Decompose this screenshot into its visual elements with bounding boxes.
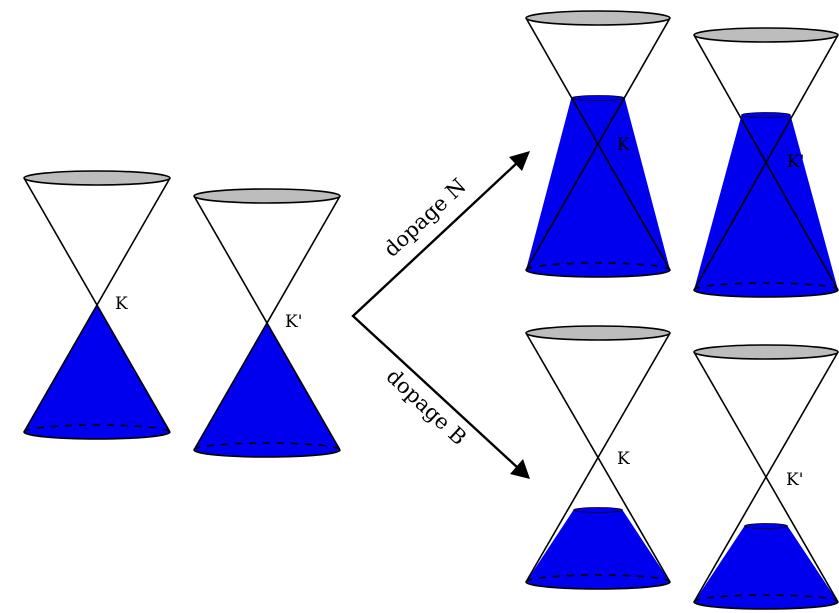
cone-4-point-label: K' bbox=[787, 152, 804, 172]
cone-6-point-label: K' bbox=[786, 470, 803, 490]
cone-b-doped-k-prime: K' bbox=[694, 345, 838, 609]
cone-5-fill bbox=[526, 510, 670, 589]
cone-1-point-label: K bbox=[115, 294, 128, 314]
cone-6-fill bbox=[694, 526, 838, 609]
cone-3-top-ellipse bbox=[526, 11, 670, 25]
cone-3-point-label: K bbox=[617, 135, 630, 155]
cone-4-top-ellipse bbox=[694, 28, 838, 42]
cone-undoped-k: K bbox=[24, 171, 170, 439]
cone-5-point-label: K bbox=[617, 449, 630, 469]
cone-4-fill bbox=[694, 115, 838, 297]
cone-3-fill bbox=[526, 98, 670, 277]
cone-b-doped-k: K bbox=[526, 326, 670, 589]
cone-4-fermi-level bbox=[742, 113, 791, 118]
cone-2-top-ellipse bbox=[194, 189, 340, 203]
cone-5-fermi-level bbox=[574, 508, 623, 513]
cone-n-doped-k-prime: K' bbox=[694, 28, 838, 297]
cone-1-top-ellipse bbox=[24, 171, 170, 185]
dopage-b-label: dopage B bbox=[382, 364, 472, 450]
arrows: dopage N dopage B bbox=[353, 151, 530, 479]
cone-1-lower-fill bbox=[24, 306, 170, 439]
cone-2-lower-fill bbox=[194, 324, 340, 457]
cone-2-point-label: K' bbox=[285, 312, 302, 332]
cone-5-top-ellipse bbox=[526, 326, 670, 340]
cone-6-top-ellipse bbox=[694, 345, 838, 359]
cone-n-doped-k: K bbox=[526, 11, 670, 277]
cone-undoped-k-prime: K' bbox=[194, 189, 340, 457]
cone-3-fermi-level bbox=[571, 96, 624, 101]
cone-6-fermi-level bbox=[745, 524, 788, 529]
